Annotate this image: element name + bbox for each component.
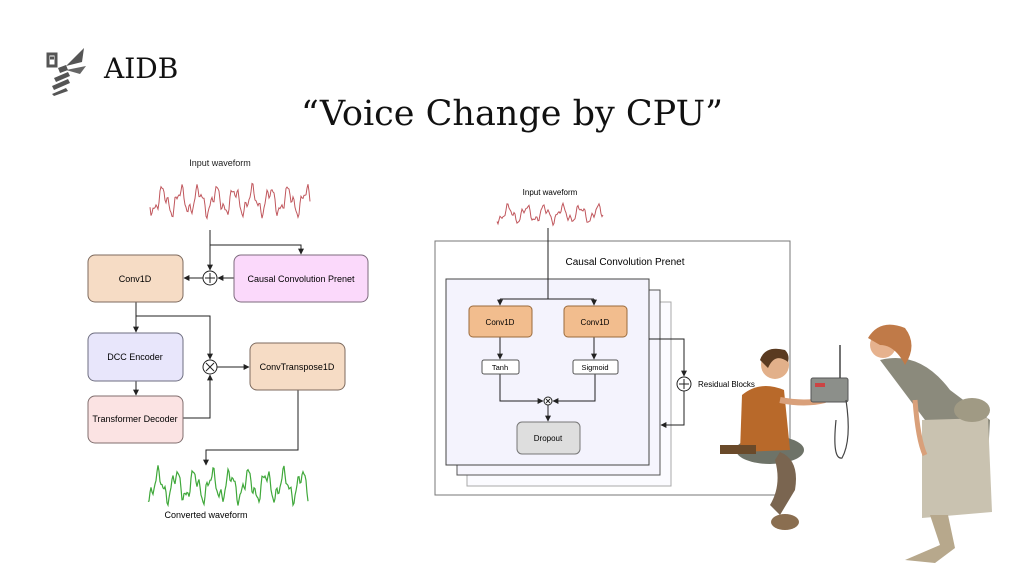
converted-waveform-label: Converted waveform	[164, 510, 247, 520]
prenet-container-label: Causal Convolution Prenet	[566, 257, 685, 268]
tanh-block	[481, 359, 520, 375]
prenet-container	[434, 240, 791, 496]
add-circle-icon	[202, 270, 218, 286]
sigmoid-label: Sigmoid	[581, 363, 608, 372]
dropout-block	[516, 421, 581, 455]
boy-figure	[720, 348, 826, 530]
conv1d-left-block	[468, 305, 533, 338]
dcc-encoder-label: DCC Encoder	[107, 352, 163, 362]
multiply-circle-small-icon	[543, 396, 553, 406]
conv1d-block	[87, 254, 184, 303]
prenet-block	[233, 254, 369, 303]
residual-blocks-label: Residual Blocks	[698, 380, 755, 389]
radio-device-icon	[810, 345, 849, 459]
residual-add-circle-icon	[676, 376, 692, 392]
bee-logo-icon	[46, 48, 86, 96]
conv1d-left-label: Conv1D	[486, 318, 515, 327]
conv1d-label: Conv1D	[119, 274, 152, 284]
logo-text: AIDB	[104, 52, 179, 85]
convtranspose1d-block	[249, 342, 346, 391]
transformer-decoder-block	[87, 395, 184, 444]
conv1d-right-block	[563, 305, 628, 338]
right-input-waveform	[496, 201, 604, 227]
woman-figure	[868, 324, 992, 563]
multiply-circle-icon	[202, 359, 218, 375]
conv1d-right-label: Conv1D	[581, 318, 610, 327]
convtranspose1d-label: ConvTranspose1D	[260, 362, 335, 372]
tanh-label: Tanh	[492, 363, 508, 372]
slide-title: “Voice Change by CPU”	[300, 94, 724, 134]
boy-and-woman-illustration	[720, 324, 992, 563]
converted-waveform	[147, 465, 309, 508]
dcc-encoder-block	[87, 332, 184, 382]
right-input-label: Input waveform	[523, 188, 578, 197]
dropout-label: Dropout	[534, 434, 563, 443]
prenet-label: Causal Convolution Prenet	[247, 274, 355, 284]
left-input-waveform	[149, 182, 311, 220]
left-input-label: Input waveform	[189, 158, 251, 168]
sigmoid-block	[572, 359, 619, 375]
transformer-decoder-label: Transformer Decoder	[92, 414, 177, 424]
